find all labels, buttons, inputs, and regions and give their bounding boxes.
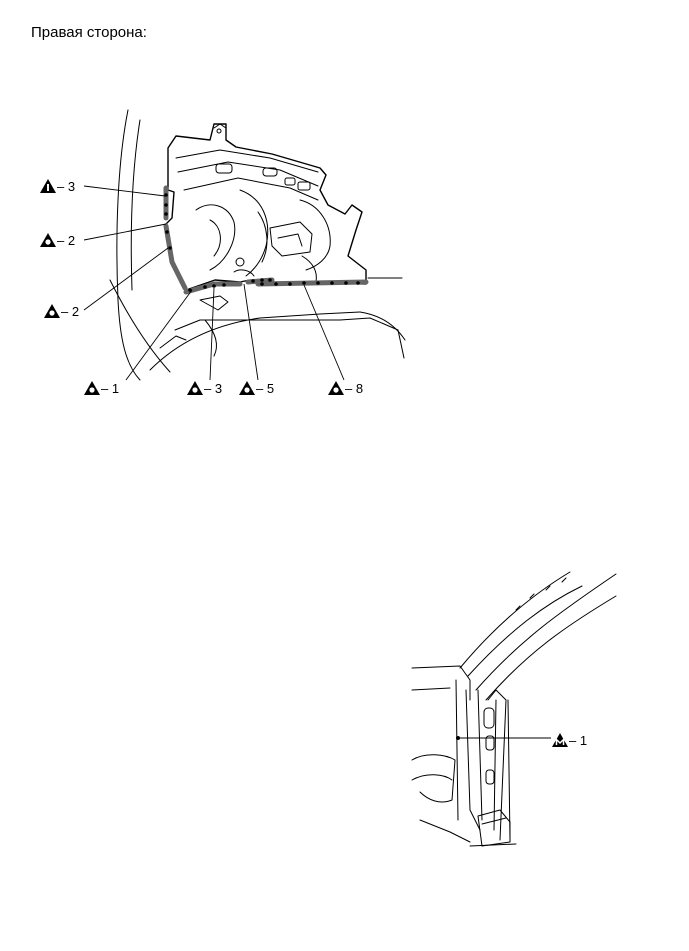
page-heading: Правая сторона:	[31, 24, 147, 41]
callout-m-1: – 1	[552, 733, 587, 747]
weld-symbol-o-icon	[84, 381, 100, 395]
callout-text: – 5	[256, 380, 275, 396]
weld-symbol-o-icon	[44, 304, 60, 318]
callout-o-5: – 5	[239, 381, 274, 395]
weld-symbol-m-icon	[552, 733, 568, 747]
callout-o-2-lower: – 2	[44, 304, 79, 318]
weld-symbol-o-icon	[187, 381, 203, 395]
callout-o-1: – 1	[84, 381, 119, 395]
weld-symbol-i-icon	[40, 179, 56, 193]
callout-text: – 3	[57, 178, 76, 194]
callout-text: – 8	[345, 380, 364, 396]
callout-i-3: – 3	[40, 179, 75, 193]
callout-text: – 1	[101, 380, 120, 396]
callout-o-3: – 3	[187, 381, 222, 395]
callout-o-2-upper: – 2	[40, 233, 75, 247]
weld-symbol-o-icon	[40, 233, 56, 247]
weld-symbol-o-icon	[239, 381, 255, 395]
callout-text: – 3	[204, 380, 223, 396]
callout-o-8: – 8	[328, 381, 363, 395]
weld-symbol-o-icon	[328, 381, 344, 395]
callout-text: – 2	[61, 303, 80, 319]
callout-text: – 1	[569, 732, 588, 748]
callout-text: – 2	[57, 232, 76, 248]
